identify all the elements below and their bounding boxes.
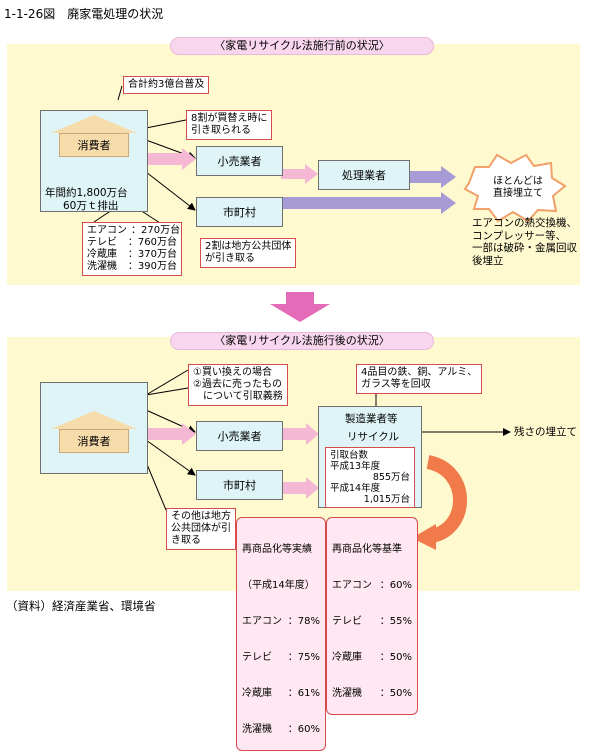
standard-row: 洗濯機：50% [332, 688, 412, 699]
annual-line2: 60万ｔ排出 [63, 200, 119, 212]
municipal-note-before: 2割は地方公共団体 が引き取る [200, 238, 297, 268]
residue-label: 残さの埋立て [514, 426, 577, 438]
recycling-actual: 再商品化等実績 （平成14年度） エアコン：78% テレビ：75% 冷蔵庫：61… [236, 517, 326, 751]
arrow-processor-landfill [408, 166, 456, 188]
landfill-note: エアコンの熱交換機、 コンプレッサー等、 一部は破砕・金属回収 後埋立 [472, 217, 577, 267]
standard-row: 冷蔵庫：50% [332, 652, 412, 663]
diagram-connectors [93, 85, 567, 550]
retailer-note-before: 8割が買替え時に 引き取られる [186, 110, 273, 140]
retailer-box-after: 小売業者 [196, 421, 283, 451]
appliance-counts: エアコン：270万台 テレビ：760万台 冷蔵庫：370万台 洗濯機：390万台 [82, 222, 182, 276]
arrow-municipal-manufacturer [281, 477, 319, 499]
before-heading: 〈家電リサイクル法施行前の状況〉 [170, 37, 434, 55]
arrow-consumer-retailer-after [146, 423, 196, 445]
standard-row: テレビ：55% [332, 616, 412, 627]
appliance-row: エアコン：270万台 [87, 225, 181, 236]
annual-line1: 年間約1,800万台 [45, 187, 128, 199]
arrow-retailer-manufacturer [281, 423, 319, 445]
retailer-box-before: 小売業者 [196, 146, 283, 176]
transition-arrow [270, 292, 330, 322]
figure-title: 1-1-26図 廃家電処理の状況 [4, 7, 164, 21]
processor-box: 処理業者 [318, 160, 410, 190]
collected-counts: 引取台数 平成13年度 855万台 平成14年度 1,015万台 [325, 447, 415, 508]
actual-row: 冷蔵庫：61% [242, 688, 320, 699]
house-roof [51, 411, 137, 429]
recycle-label: リサイクル [347, 431, 399, 443]
appliance-row: テレビ：760万台 [87, 237, 177, 248]
actual-row: 洗濯機：60% [242, 724, 320, 735]
arrow-retailer-processor [281, 164, 318, 184]
appliance-row: 冷蔵庫：370万台 [87, 249, 177, 260]
retailer-note-after: ①買い換えの場合 ②過去に売ったもの について引取義務 [188, 364, 288, 406]
consumer-box-before: 消費者 年間約1,800万台 60万ｔ排出 [40, 110, 148, 212]
municipality-box-before: 市町村 [196, 197, 283, 227]
actual-row: テレビ：75% [242, 652, 320, 663]
arrow-consumer-retailer [146, 148, 196, 170]
municipal-note-after: その他は地方 公共団体が引 き取る [166, 508, 236, 550]
manufacturer-label: 製造業者等 [345, 413, 398, 425]
house-roof [51, 115, 137, 133]
burst-text: ほとんどは 直接埋立て [493, 176, 543, 199]
municipality-box-after: 市町村 [196, 470, 283, 500]
manufacturer-box: 製造業者等 リサイクル 引取台数 平成13年度 855万台 平成14年度 1,0… [318, 406, 422, 508]
recycling-standard: 再商品化等基準 エアコン：60% テレビ：55% 冷蔵庫：50% 洗濯機：50% [326, 517, 418, 715]
total-note: 合計約3億台普及 [123, 76, 210, 94]
recycling-curve-arrow [426, 455, 467, 543]
consumer-label-after: 消費者 [59, 429, 129, 453]
consumer-box-after: 消費者 [40, 382, 148, 474]
consumer-label-before: 消費者 [59, 133, 129, 157]
landfill-burst [463, 153, 567, 223]
recovery-note: 4品目の鉄、銅、アルミ、 ガラス等を回収 [356, 364, 483, 394]
appliance-row: 洗濯機：390万台 [87, 261, 177, 272]
actual-row: エアコン：78% [242, 616, 320, 627]
source-note: （資料）経済産業省、環境省 [6, 599, 156, 613]
after-heading: 〈家電リサイクル法施行後の状況〉 [170, 332, 434, 350]
arrow-municipal-landfill [282, 192, 456, 214]
standard-row: エアコン：60% [332, 580, 412, 591]
